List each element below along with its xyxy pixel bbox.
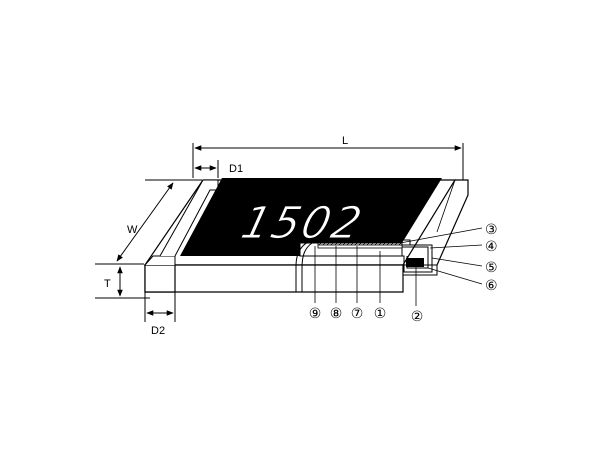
dimension-width: W [95, 179, 202, 265]
substrate-front-face [144, 264, 404, 293]
callout-9: ⑨ [309, 306, 322, 322]
callout-leaders [314, 227, 483, 306]
callout-4: ④ [485, 239, 498, 255]
label-bottom-electrode: D2 [151, 325, 165, 337]
callout-3: ③ [485, 222, 498, 238]
callout-6: ⑥ [485, 278, 498, 294]
label-thickness: T [104, 278, 111, 290]
label-width: W [127, 224, 138, 236]
cross-section [295, 239, 433, 293]
dimension-length: L [192, 135, 464, 180]
left-termination [144, 264, 176, 293]
callout-7: ⑦ [351, 306, 364, 322]
callout-labels: ① ② ③ ④ ⑤ ⑥ ⑦ ⑧ ⑨ [309, 222, 498, 325]
callout-5: ⑤ [485, 260, 498, 276]
callout-2: ② [411, 309, 424, 325]
dimension-top-electrode: D1 [194, 160, 243, 178]
callout-1: ① [374, 306, 387, 322]
dimension-bottom-electrode: D2 [144, 292, 176, 337]
label-top-electrode: D1 [229, 163, 243, 175]
resistive-layer [180, 178, 442, 256]
label-length: L [342, 135, 348, 147]
callout-8: ⑧ [330, 306, 343, 322]
dimension-thickness: T [95, 266, 150, 299]
